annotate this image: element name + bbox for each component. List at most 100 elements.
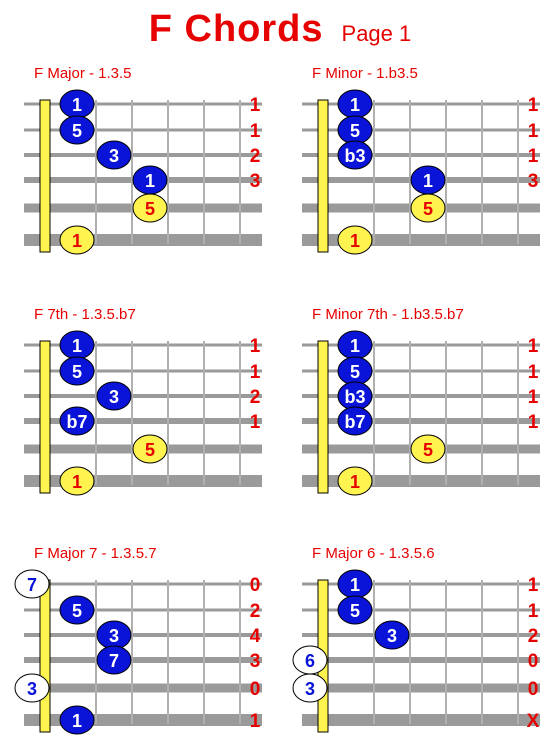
svg-text:3: 3 [109,146,119,166]
fret-line [517,100,519,244]
fret-line [409,580,411,724]
svg-text:5: 5 [145,440,155,460]
fret-line [239,100,241,244]
fret-line [445,580,447,724]
fret-line [239,580,241,724]
finger-dot-yellow: 1 [337,225,373,255]
fret-line [203,580,205,724]
finger-dot-white: 3 [292,673,328,703]
fret-line [373,100,375,244]
finger-dot-blue: 7 [96,645,132,675]
finger-dot-blue: 1 [410,165,446,195]
string-line [302,418,540,424]
fret-line [95,580,97,724]
fingering-number: 2 [528,626,539,647]
finger-dot-yellow: 5 [132,434,168,464]
barre-bar [39,340,51,494]
fret-line [445,341,447,485]
fret-line [95,341,97,485]
svg-text:3: 3 [27,679,37,699]
finger-dot-yellow: 5 [132,193,168,223]
svg-text:1: 1 [72,336,82,356]
fret-line [481,580,483,724]
chord-title-f-minor-7th: F Minor 7th - 1.b3.5.b7 [312,306,464,323]
fingering-number: 2 [250,387,261,408]
svg-text:1: 1 [350,231,360,251]
svg-text:5: 5 [350,121,360,141]
fingering-number: 1 [528,336,539,357]
fingering-number: 0 [528,651,539,672]
finger-dot-blue: 5 [337,115,373,145]
fret-line [131,100,133,244]
chord-title-f-minor: F Minor - 1.b3.5 [312,65,418,82]
finger-dot-blue: 1 [59,330,95,360]
fingering-number: 1 [528,412,539,433]
fingering-number: 1 [528,575,539,596]
barre-bar [317,99,329,253]
chord-title-f-7th: F 7th - 1.3.5.b7 [34,306,136,323]
svg-text:b7: b7 [344,412,365,432]
fret-line [167,100,169,244]
svg-text:7: 7 [109,651,119,671]
finger-dot-yellow: 1 [59,225,95,255]
string-line [24,394,262,398]
svg-text:3: 3 [387,626,397,646]
finger-dot-white: 3 [14,673,50,703]
fingering-number: 1 [528,601,539,622]
fingering-number: 0 [528,679,539,700]
fret-line [239,341,241,485]
fret-line [481,100,483,244]
finger-dot-blue: 3 [374,620,410,650]
fingering-number: 1 [250,336,261,357]
fret-line [167,341,169,485]
finger-dot-blue: b7 [337,406,373,436]
string-line [302,128,540,132]
string-line [24,418,262,424]
svg-text:1: 1 [423,171,433,191]
string-line [24,657,262,663]
fingering-number: 1 [528,387,539,408]
finger-dot-blue: 5 [337,356,373,386]
fingering-number: 3 [250,171,261,192]
string-line [24,369,262,373]
svg-text:5: 5 [145,199,155,219]
finger-dot-blue: 1 [132,165,168,195]
page-number: Page 1 [341,21,412,46]
fingering-number: 4 [250,626,261,647]
string-line [302,102,540,106]
finger-dot-white: 7 [14,569,50,599]
fingering-number: 1 [528,146,539,167]
string-line [24,608,262,612]
fret-line [167,580,169,724]
finger-dot-blue: 1 [337,569,373,599]
svg-text:1: 1 [350,472,360,492]
svg-text:5: 5 [423,440,433,460]
fret-line [517,580,519,724]
barre-bar [317,340,329,494]
fret-line [373,341,375,485]
string-line [302,714,540,726]
finger-dot-blue: b7 [59,406,95,436]
fret-line [95,100,97,244]
string-line [24,683,262,693]
svg-text:7: 7 [27,575,37,595]
finger-dot-yellow: 1 [59,466,95,496]
finger-dot-blue: 1 [337,89,373,119]
fret-line [373,580,375,724]
string-line [302,657,540,663]
svg-text:3: 3 [305,679,315,699]
fingering-number: 1 [250,121,261,142]
chord-title-f-major: F Major - 1.3.5 [34,65,132,82]
finger-dot-blue: 5 [59,115,95,145]
svg-text:1: 1 [350,575,360,595]
barre-bar [39,99,51,253]
svg-text:1: 1 [72,95,82,115]
fingering-number: 3 [528,171,539,192]
finger-dot-yellow: 1 [337,466,373,496]
svg-text:3: 3 [109,626,119,646]
string-line [24,343,262,347]
fret-line [203,341,205,485]
